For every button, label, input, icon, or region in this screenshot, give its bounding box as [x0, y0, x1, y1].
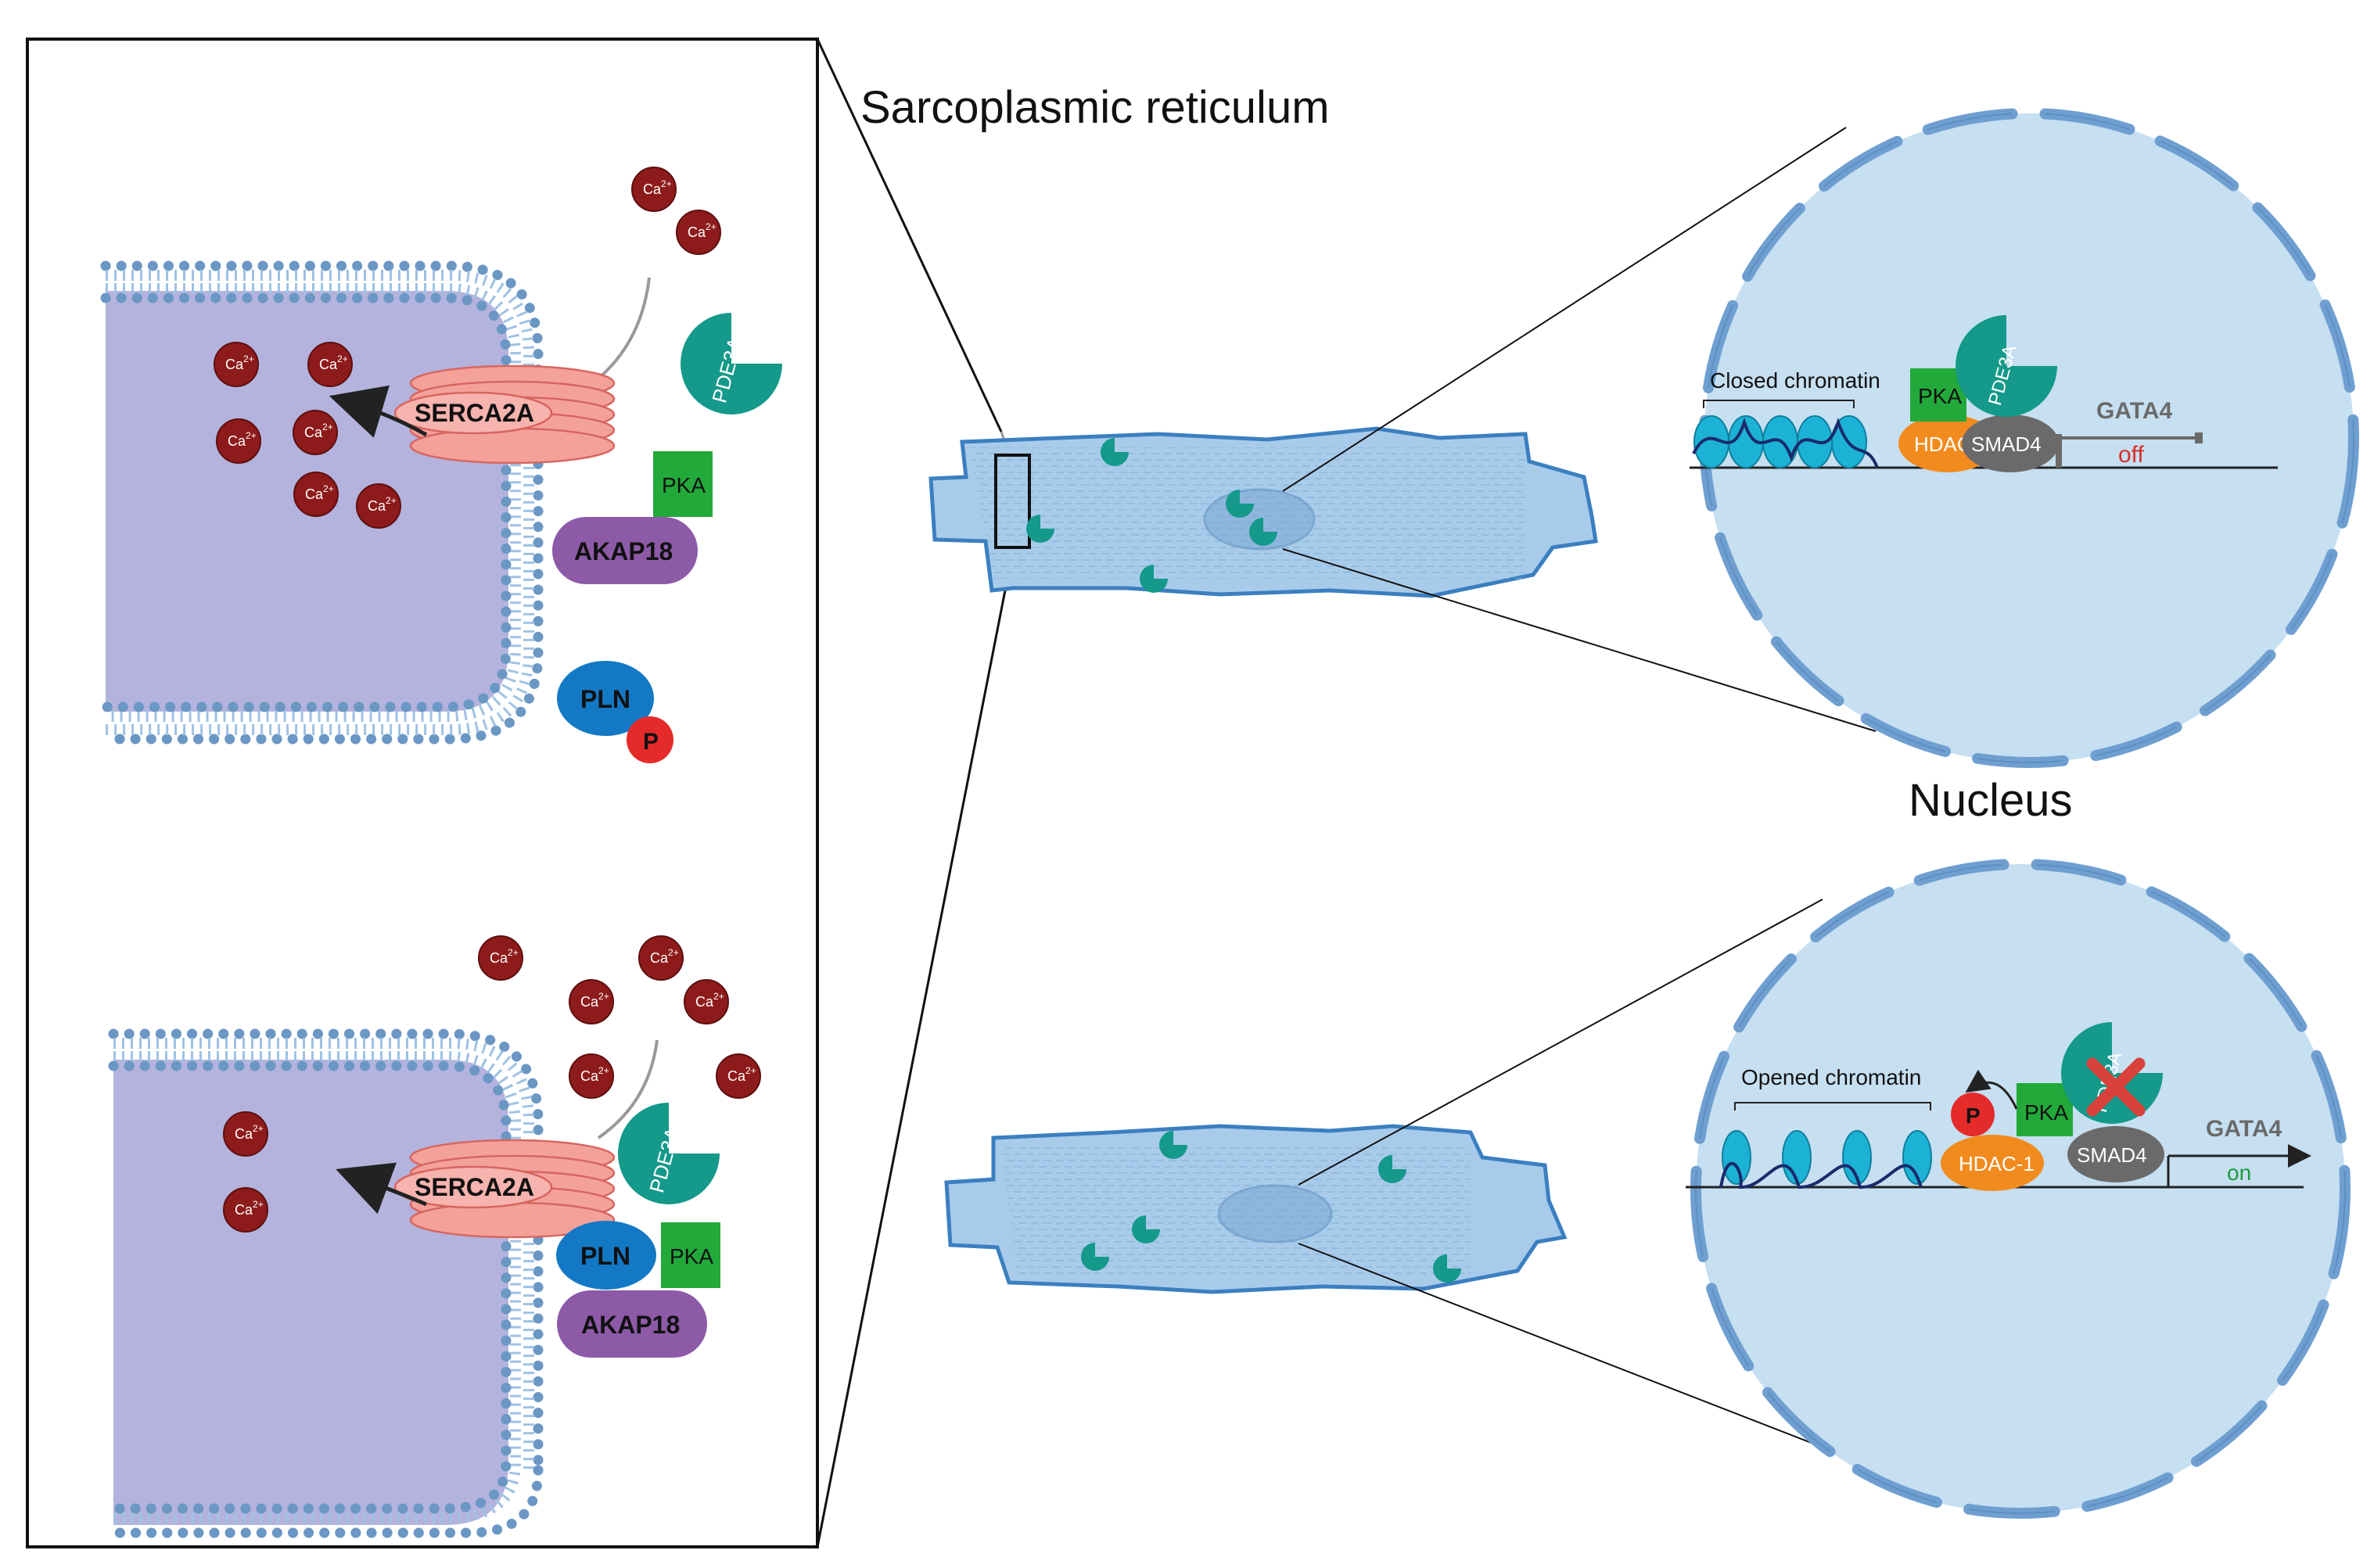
sr-title: Sarcoplasmic reticulum — [860, 82, 1330, 133]
tether-line — [593, 277, 651, 383]
svg-text:Ca2+: Ca2+ — [228, 430, 257, 449]
serca2a-label: SERCA2A — [415, 399, 534, 427]
calcium-ion: Ca2+ — [638, 935, 684, 981]
svg-text:Ca2+: Ca2+ — [319, 353, 348, 372]
pln-blob — [556, 1221, 656, 1290]
calcium-ion: Ca2+ — [684, 979, 729, 1024]
phosphorylation-arrow — [1965, 1069, 2018, 1110]
gene-state-off: off — [2118, 442, 2144, 468]
smad4-label: SMAD4 — [2077, 1143, 2147, 1167]
calcium-ion: Ca2+ — [293, 472, 339, 517]
tether-line — [597, 1039, 659, 1139]
calcium-ion: Ca2+ — [293, 410, 338, 455]
zoom-box — [994, 454, 1031, 549]
pde3a-icon: PDE3A — [1956, 315, 2057, 417]
hdac1-label: HDAC-1 — [1959, 1152, 2035, 1175]
phospho-circle — [1951, 1093, 1995, 1136]
nucleus-title: Nucleus — [1909, 775, 2073, 826]
calcium-ion: Ca2+ — [716, 1053, 761, 1099]
svg-text:Ca2+: Ca2+ — [305, 483, 334, 502]
svg-text:Ca2+: Ca2+ — [580, 991, 609, 1010]
calcium-ion: Ca2+ — [356, 483, 401, 529]
svg-text:Ca2+: Ca2+ — [688, 221, 717, 240]
pka-box — [653, 451, 713, 517]
gata4-label: GATA4 — [2206, 1116, 2282, 1142]
zoom-line — [816, 590, 1007, 1548]
smad4-blob — [2067, 1126, 2164, 1182]
calcium-ion: Ca2+ — [223, 1111, 268, 1157]
calcium-ion: Ca2+ — [631, 167, 677, 212]
svg-text:Ca2+: Ca2+ — [235, 1199, 264, 1218]
cardiomyocyte-bottom — [944, 1124, 1568, 1294]
cardiomyocyte-top — [928, 426, 1598, 598]
pln-blob — [557, 661, 654, 736]
repressor-block — [2056, 434, 2062, 468]
pde3a-icon: PDE3A — [618, 1103, 720, 1204]
svg-text:Ca2+: Ca2+ — [368, 495, 397, 514]
phospho-circle — [627, 716, 673, 763]
serca2a-pump: SERCA2A — [393, 364, 616, 465]
serca2a-pump: SERCA2A — [393, 1139, 616, 1239]
pln-label: PLN — [580, 685, 630, 713]
calcium-ion: Ca2+ — [216, 418, 261, 464]
smad4-label: SMAD4 — [1971, 432, 2042, 456]
akap18-box — [552, 517, 698, 584]
serca2a-label: SERCA2A — [415, 1173, 534, 1201]
pka-label: PKA — [670, 1244, 713, 1268]
nucleosome-cluster-closed — [1692, 415, 1879, 468]
phospho-label: P — [1966, 1103, 1981, 1128]
svg-text:Ca2+: Ca2+ — [580, 1065, 609, 1084]
svg-text:Ca2+: Ca2+ — [235, 1123, 264, 1142]
svg-text:Ca2+: Ca2+ — [643, 178, 672, 197]
pump-arrow — [329, 385, 428, 438]
sr-bottom — [108, 1028, 544, 1538]
svg-text:Ca2+: Ca2+ — [225, 353, 254, 372]
inhibition-cross-icon — [2086, 1057, 2146, 1117]
pka-label: PKA — [662, 473, 706, 497]
phospho-label: P — [643, 729, 659, 755]
akap18-box — [557, 1290, 707, 1358]
akap18-label: AKAP18 — [581, 1311, 680, 1339]
pka-box — [2017, 1083, 2073, 1136]
zoom-line — [816, 38, 1003, 432]
nucleus-small — [1217, 1184, 1333, 1243]
calcium-ion: Ca2+ — [569, 1053, 614, 1099]
calcium-ion: Ca2+ — [569, 979, 614, 1024]
calcium-ion: Ca2+ — [478, 935, 523, 981]
calcium-ion: Ca2+ — [214, 342, 259, 387]
svg-text:Ca2+: Ca2+ — [490, 947, 519, 966]
calcium-ion: Ca2+ — [676, 210, 721, 255]
pka-label: PKA — [2024, 1100, 2068, 1125]
pka-box — [661, 1222, 720, 1288]
smad4-blob — [1962, 414, 2059, 472]
pde3a-icon: PDE3A — [681, 313, 782, 414]
svg-text:Ca2+: Ca2+ — [727, 1065, 756, 1084]
nucleosome-cluster-opened — [1719, 1130, 1932, 1189]
gata4-label: GATA4 — [2096, 398, 2173, 424]
chromatin-label: Closed chromatin — [1710, 368, 1880, 393]
svg-text:Ca2+: Ca2+ — [650, 947, 679, 966]
pka-label: PKA — [1918, 384, 1962, 408]
akap18-label: AKAP18 — [574, 537, 673, 565]
gene-state-on: on — [2227, 1161, 2251, 1185]
nucleus-bottom — [1690, 859, 2351, 1519]
hdac1-blob — [1941, 1135, 2044, 1191]
calcium-ion: Ca2+ — [307, 342, 353, 387]
sr-panel-frame — [26, 38, 819, 1548]
pump-arrow — [336, 1162, 427, 1215]
pln-label: PLN — [580, 1242, 630, 1270]
svg-text:Ca2+: Ca2+ — [695, 991, 724, 1010]
chromatin-label: Opened chromatin — [1741, 1065, 1921, 1089]
calcium-ion: Ca2+ — [223, 1187, 268, 1233]
